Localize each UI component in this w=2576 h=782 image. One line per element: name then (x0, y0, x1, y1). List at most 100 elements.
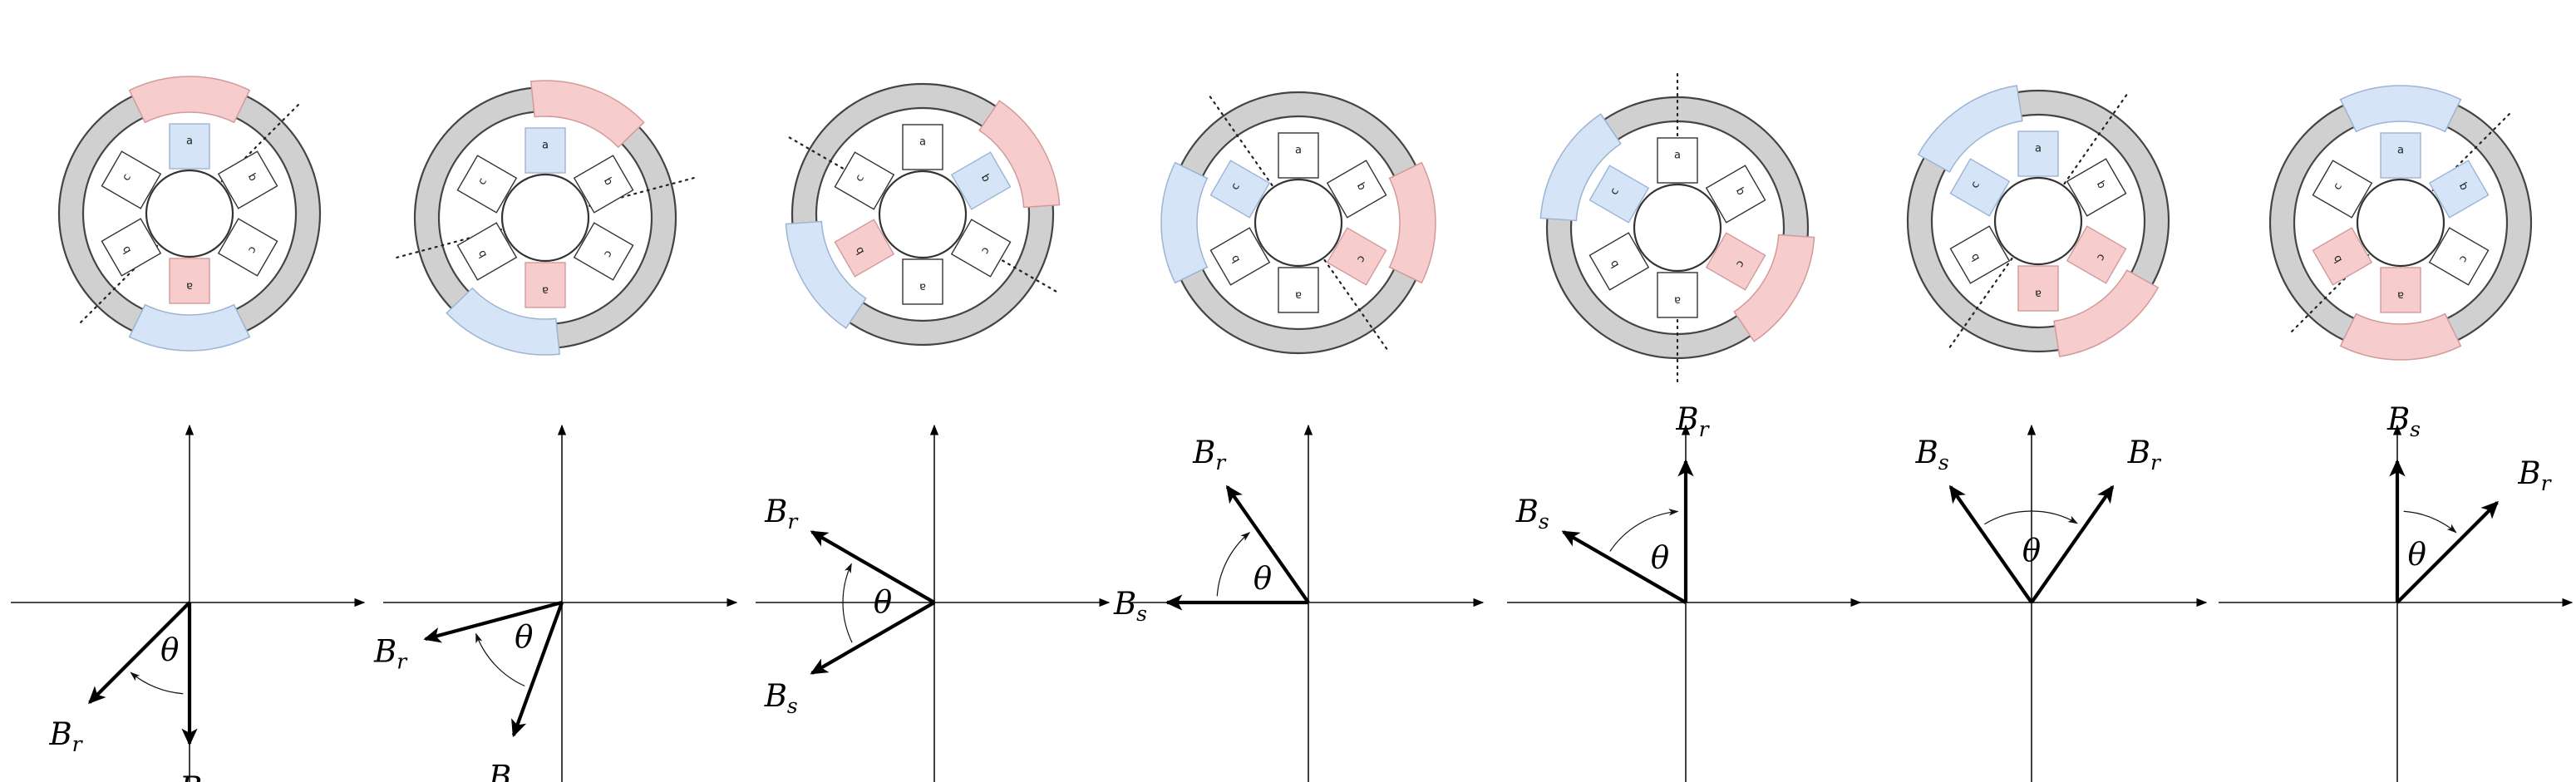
rotor-hub (500, 173, 590, 263)
stator-tooth-a: a (1278, 132, 1319, 179)
angle-label: θ (2408, 537, 2426, 573)
field-arc-north (1160, 161, 1209, 284)
tooth-body (1657, 137, 1698, 184)
tooth-body (1278, 132, 1319, 179)
tooth-label: a (919, 136, 926, 149)
field-arc-south (1388, 161, 1436, 284)
tooth-body (2380, 132, 2421, 179)
rotor-vector-label: Br (373, 633, 408, 673)
tooth-body (2380, 267, 2421, 313)
stator-field-vector (810, 601, 936, 675)
stator-tooth-a: a (169, 123, 210, 170)
stator-tooth-b: b (2312, 227, 2373, 286)
stator-tooth-a: a (902, 258, 943, 305)
rotor-vector-label: Br (1192, 435, 1227, 475)
rotation-arc (842, 563, 853, 643)
rotor-vector-label: Br (764, 494, 799, 534)
field-arc-north (1539, 113, 1622, 222)
stator-tooth-b: b (1209, 227, 1271, 286)
rotor-hub (878, 170, 968, 259)
tooth-body (1949, 225, 2011, 284)
tooth-body (2312, 160, 2373, 219)
stator-tooth-c: c (1949, 158, 2011, 217)
stator-field-vector (511, 602, 564, 738)
stator-vector-label: Bs (764, 678, 798, 718)
tooth-body (902, 258, 943, 305)
tooth-label: a (542, 140, 549, 152)
tooth-label: a (186, 280, 193, 293)
stator-tooth-a: a (2380, 267, 2421, 313)
rotor-field-vector (810, 530, 936, 604)
stator-tooth-c: c (2066, 225, 2127, 284)
tooth-label: a (2397, 145, 2404, 157)
tooth-label: a (919, 281, 926, 293)
rotation-arc (1609, 509, 1679, 552)
stator-vector-label: Bs (1915, 435, 1949, 475)
rotor-vector-label: Br (48, 716, 83, 756)
stator-tooth-a: a (1657, 137, 1698, 184)
tooth-body (834, 219, 895, 278)
angle-label: θ (160, 632, 179, 667)
stator-tooth-b: b (1705, 165, 1766, 224)
field-arc-south (978, 100, 1061, 209)
stator-vector-label: Bs (1515, 494, 1549, 534)
rotor-field-vector (2030, 484, 2115, 604)
rotation-arc (475, 632, 525, 687)
tooth-body (456, 222, 518, 281)
rotor-hub (1633, 183, 1722, 273)
phasor-diagrams: θBsBrθBsBrθBsBrθBsBrθBsBrθBsBrθBsBr (11, 401, 2574, 782)
tooth-body (1326, 227, 1387, 286)
stator-tooth-c: c (456, 155, 518, 214)
stator-tooth-b: b (217, 150, 278, 209)
field-arc-north (446, 287, 561, 356)
stator-field-vector (1948, 484, 2033, 604)
stator-field-vector (1561, 530, 1687, 604)
rotor-field-vector (2396, 500, 2500, 604)
tooth-body (101, 218, 162, 277)
tooth-body (217, 218, 278, 277)
rotation-arc (2403, 510, 2457, 534)
stator-tooth-a: a (525, 262, 566, 308)
rotor-hub (145, 169, 234, 258)
tooth-body (1705, 165, 1766, 224)
tooth-label: a (2397, 289, 2404, 302)
tooth-body (525, 262, 566, 308)
rotor-hub (2356, 178, 2445, 268)
stator-tooth-a: a (2017, 130, 2059, 177)
field-arc-south (128, 76, 251, 124)
phasor-3: θBs Br (756, 424, 1111, 782)
stator-tooth-a: a (169, 258, 210, 304)
stator-tooth-a: a (902, 124, 943, 170)
angle-label: θ (874, 584, 892, 620)
tooth-label: a (1674, 150, 1681, 162)
tooth-body (2017, 130, 2059, 177)
tooth-label: a (1674, 294, 1681, 307)
stator-tooth-b: b (950, 151, 1012, 210)
stator-vector-label: Bs (2386, 401, 2421, 441)
angle-label: θ (515, 619, 533, 655)
tooth-body (101, 150, 162, 209)
stator-tooth-a: a (2380, 132, 2421, 179)
stator-tooth-c: c (1705, 232, 1766, 291)
rotation-arc (130, 671, 184, 695)
stator-tooth-b: b (1949, 225, 2011, 284)
tooth-body (1588, 165, 1650, 224)
tooth-body (950, 219, 1012, 278)
stator-tooth-c: c (1326, 227, 1387, 286)
tooth-body (2312, 227, 2373, 286)
tooth-body (950, 151, 1012, 210)
tooth-body (2428, 160, 2490, 219)
tooth-body (1588, 232, 1650, 291)
rotor-vector-label: Br (1675, 401, 1710, 441)
rotor-field-vector (423, 600, 563, 643)
